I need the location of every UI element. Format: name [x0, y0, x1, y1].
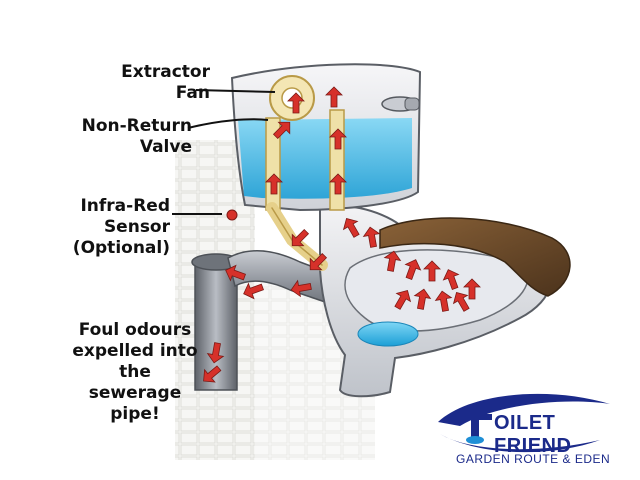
airflow-arrow [287, 92, 305, 114]
airflow-arrow [342, 217, 360, 238]
airflow-arrow [243, 282, 264, 300]
logo-swoosh-icon [438, 393, 610, 453]
infra-red-sensor-dot [226, 209, 238, 221]
airflow-arrow [309, 252, 328, 271]
toilet-friend-logo: OILET FRIEND GARDEN ROUTE & EDEN [430, 382, 635, 474]
toilet-seat [379, 217, 571, 297]
airflow-arrow [404, 259, 422, 280]
airflow-arrow [394, 289, 412, 310]
airflow-arrow [206, 342, 225, 364]
airflow-arrow [225, 264, 246, 282]
label-infra-red-sensor: Infra-Red Sensor (Optional) [72, 196, 170, 258]
airflow-arrow [383, 250, 402, 272]
logo-brand-text: OILET FRIEND [494, 412, 572, 457]
label-extractor-fan: Extractor Fan [121, 62, 210, 103]
airflow-arrow [272, 121, 291, 140]
airflow-arrow [452, 291, 470, 312]
airflow-arrow [265, 173, 283, 195]
airflow-arrow [434, 290, 453, 312]
airflow-arrow [291, 228, 310, 247]
leader-lines [172, 89, 276, 215]
logo-tagline: GARDEN ROUTE & EDEN [456, 452, 611, 466]
airflow-arrow [325, 86, 343, 108]
airflow-arrow [329, 173, 347, 195]
airflow-arrow [362, 226, 381, 248]
airflow-arrow [423, 260, 441, 282]
label-non-return-valve: Non-Return Valve [81, 116, 192, 157]
airflow-arrows [203, 86, 481, 383]
airflow-arrow [329, 128, 347, 150]
airflow-arrow [203, 365, 222, 383]
airflow-arrow [413, 288, 432, 310]
cistern-tank [230, 63, 422, 212]
airflow-arrow [290, 279, 312, 298]
label-foul-odours: Foul odours expelled into the sewerage p… [72, 320, 198, 424]
airflow-arrow [442, 269, 460, 290]
airflow-arrow [463, 278, 481, 300]
